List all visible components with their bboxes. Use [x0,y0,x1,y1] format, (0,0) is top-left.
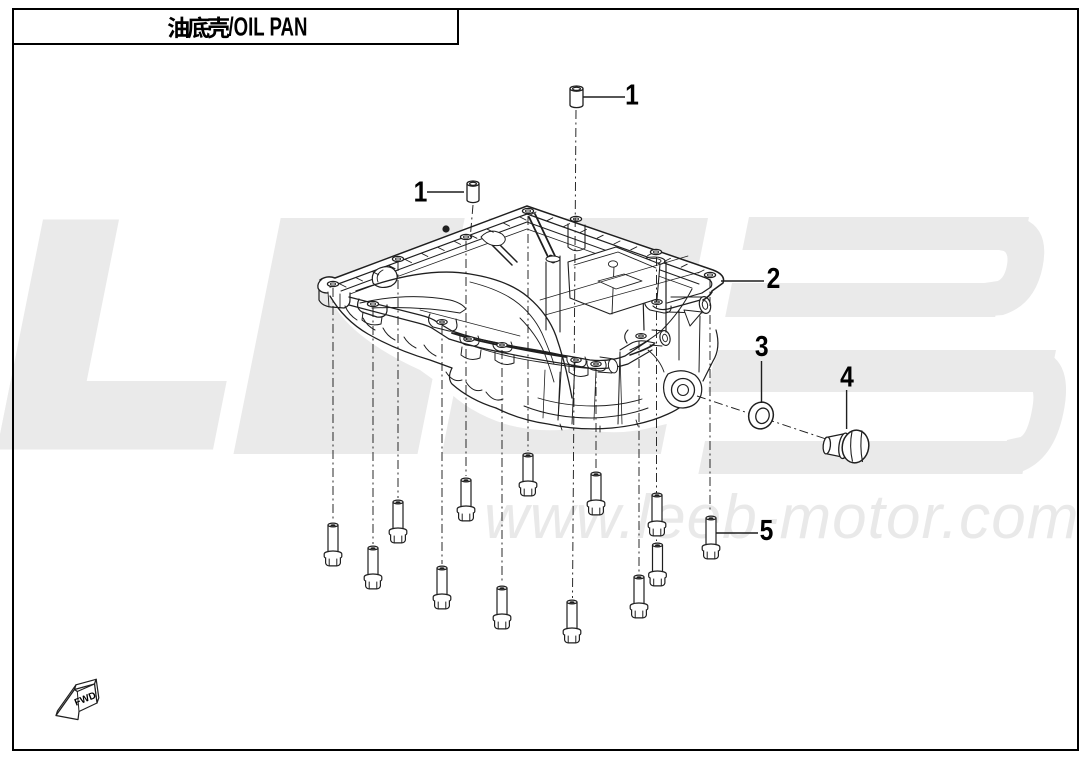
svg-text:3: 3 [755,330,769,362]
svg-text:2: 2 [767,262,781,294]
svg-text:1: 1 [414,176,428,208]
svg-text:1: 1 [625,79,639,111]
svg-text:www.leeb-motor.com: www.leeb-motor.com [484,483,1079,552]
svg-text:/OIL PAN: /OIL PAN [229,13,308,42]
svg-text:5: 5 [760,514,774,546]
svg-text:4: 4 [840,361,854,393]
